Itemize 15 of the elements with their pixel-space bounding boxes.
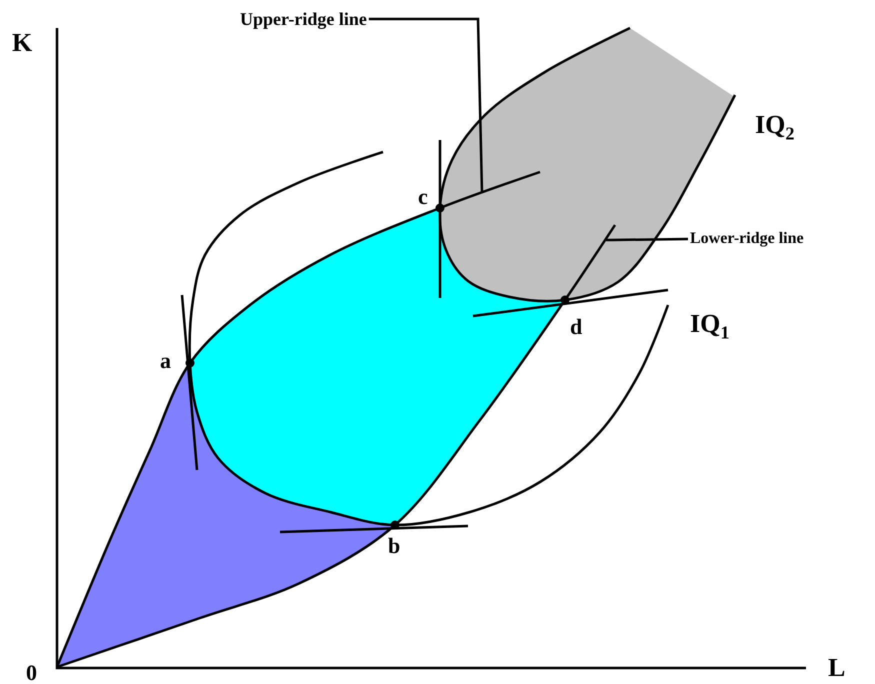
origin-label: 0 [26, 662, 37, 684]
ridge-line-label: Upper-ridge line [240, 10, 367, 28]
leader-line [606, 238, 688, 242]
ridge-line [56, 224, 616, 668]
point-label: c [418, 186, 428, 208]
point-label: b [388, 535, 400, 557]
point-label: d [570, 316, 582, 338]
axis-label: L [828, 655, 846, 681]
curve-label: IQ$_{2}$ [755, 112, 794, 138]
ridge-line [56, 170, 540, 668]
leader-line [368, 18, 484, 194]
ridge-line-label: Lower-ridge line [690, 231, 804, 247]
point-label: a [160, 350, 171, 372]
curve-label: IQ$_{1}$ [690, 311, 730, 337]
axis-label: K [12, 30, 32, 56]
